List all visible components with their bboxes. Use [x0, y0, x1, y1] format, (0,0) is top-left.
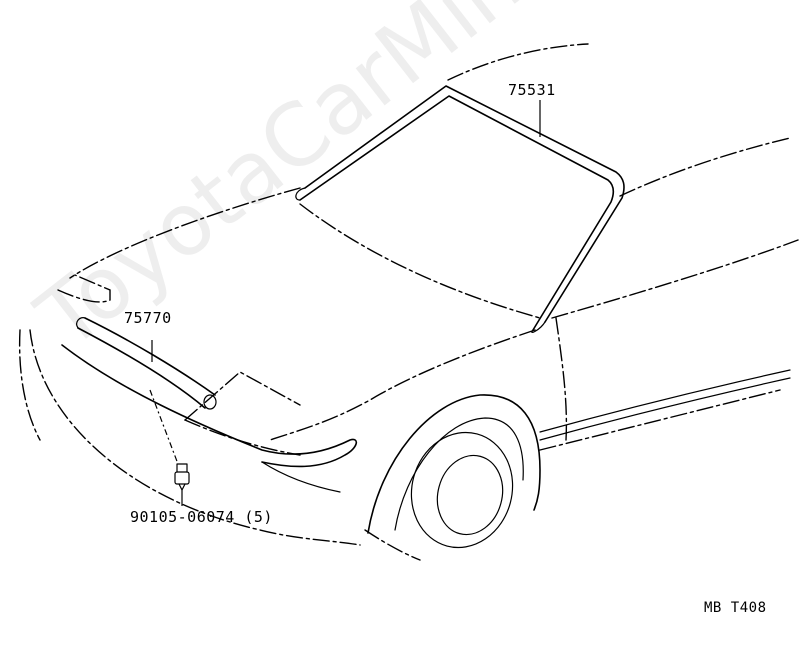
windshield-molding-end-left	[295, 187, 306, 201]
fascia-lower	[261, 461, 341, 493]
diagram-code: MB T408	[704, 600, 767, 616]
wheel-arch-inner	[394, 417, 524, 531]
headlight-line	[57, 274, 111, 303]
windshield-molding-outer	[304, 85, 625, 323]
rear-roof-line	[619, 137, 791, 197]
hood-molding-bottom	[77, 327, 206, 409]
callout-75770: 75770	[124, 309, 172, 327]
cowl-line	[299, 203, 541, 319]
rocker-line	[539, 389, 781, 451]
callout-75531: 75531	[508, 81, 556, 99]
side-line-2	[539, 377, 791, 441]
bumper-lower-line	[29, 329, 361, 546]
grille-line	[184, 419, 301, 456]
callout-clip: 90105-06074 (5)	[130, 508, 273, 526]
clip-head	[176, 463, 188, 473]
clip-body	[174, 471, 190, 485]
fender-top-line	[269, 329, 536, 441]
wheel	[410, 431, 514, 549]
bumper-corner-line	[364, 529, 421, 561]
door-top-line	[551, 239, 799, 319]
roof-line	[447, 43, 589, 81]
leader-clip-to-molding	[149, 389, 179, 465]
side-line-1	[539, 369, 791, 433]
clip-tip	[178, 483, 186, 491]
a-pillar-base	[555, 317, 568, 441]
windshield-molding-end-right	[531, 321, 546, 334]
hood-rear-edge	[69, 187, 301, 279]
hood-molding-tip	[203, 394, 217, 410]
wheel-hub	[436, 454, 504, 536]
bumper-front-line	[18, 329, 41, 441]
intake-line	[184, 371, 301, 421]
windshield-molding-inner	[299, 95, 615, 331]
hood-molding-end	[76, 317, 86, 329]
wheel-arch	[367, 394, 541, 534]
front-fascia	[61, 344, 358, 468]
hood-molding-top	[84, 317, 216, 396]
